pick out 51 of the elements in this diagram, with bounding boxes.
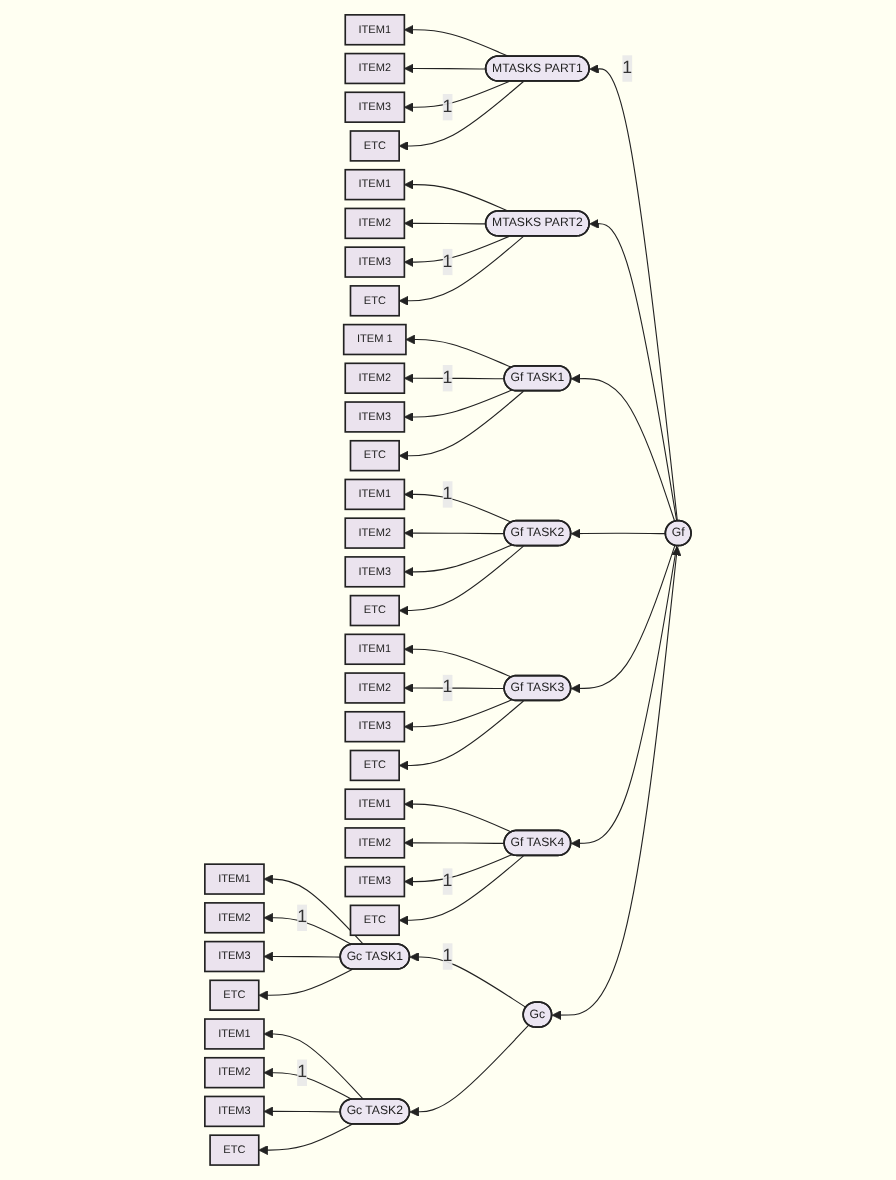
arrow bbox=[398, 700, 525, 771]
arrow bbox=[403, 389, 513, 422]
arrow bbox=[403, 24, 510, 58]
arrow bbox=[409, 952, 527, 1009]
arrow bbox=[403, 544, 513, 577]
edge-label: 1 bbox=[442, 946, 453, 966]
arrow bbox=[409, 1024, 530, 1117]
edge-label: 1 bbox=[297, 907, 308, 927]
edge-label: 1 bbox=[442, 678, 453, 697]
arrow bbox=[403, 838, 506, 848]
arrow bbox=[258, 1123, 353, 1155]
arrow bbox=[403, 218, 487, 229]
edge-label: 1 bbox=[442, 252, 453, 271]
arrow bbox=[403, 854, 513, 887]
arrow bbox=[570, 528, 667, 539]
arrow bbox=[403, 179, 510, 213]
arrow bbox=[263, 874, 365, 946]
arrow bbox=[403, 235, 510, 267]
arrow bbox=[398, 235, 525, 306]
arrow bbox=[263, 913, 353, 946]
edge-label: 1 bbox=[442, 97, 453, 117]
edge-label: 1 bbox=[297, 1062, 308, 1082]
arrow bbox=[551, 546, 682, 1020]
arrow bbox=[403, 489, 513, 523]
edge-label: 1 bbox=[442, 871, 453, 891]
arrow bbox=[258, 968, 353, 1001]
arrow bbox=[405, 334, 513, 369]
arrow bbox=[570, 545, 676, 694]
arrow bbox=[403, 80, 510, 113]
arrow bbox=[570, 545, 678, 849]
arrow bbox=[263, 951, 342, 962]
arrow bbox=[398, 855, 525, 926]
arrow bbox=[403, 799, 513, 833]
arrow bbox=[589, 218, 678, 522]
arrow bbox=[570, 373, 676, 523]
arrow bbox=[398, 80, 525, 151]
edge-label: 1 bbox=[442, 484, 453, 504]
arrow bbox=[263, 1106, 342, 1117]
arrow bbox=[263, 1067, 353, 1101]
arrow bbox=[398, 545, 525, 616]
edge-label: 1 bbox=[622, 58, 633, 78]
edge-label: 1 bbox=[442, 368, 453, 388]
arrow bbox=[589, 64, 678, 522]
arrow bbox=[403, 699, 513, 732]
arrow bbox=[403, 373, 506, 384]
arrow bbox=[263, 1029, 365, 1101]
arrow bbox=[403, 683, 506, 693]
arrow bbox=[403, 528, 506, 538]
arrow bbox=[403, 644, 513, 678]
arrow bbox=[403, 63, 487, 74]
arrow bbox=[398, 390, 525, 461]
